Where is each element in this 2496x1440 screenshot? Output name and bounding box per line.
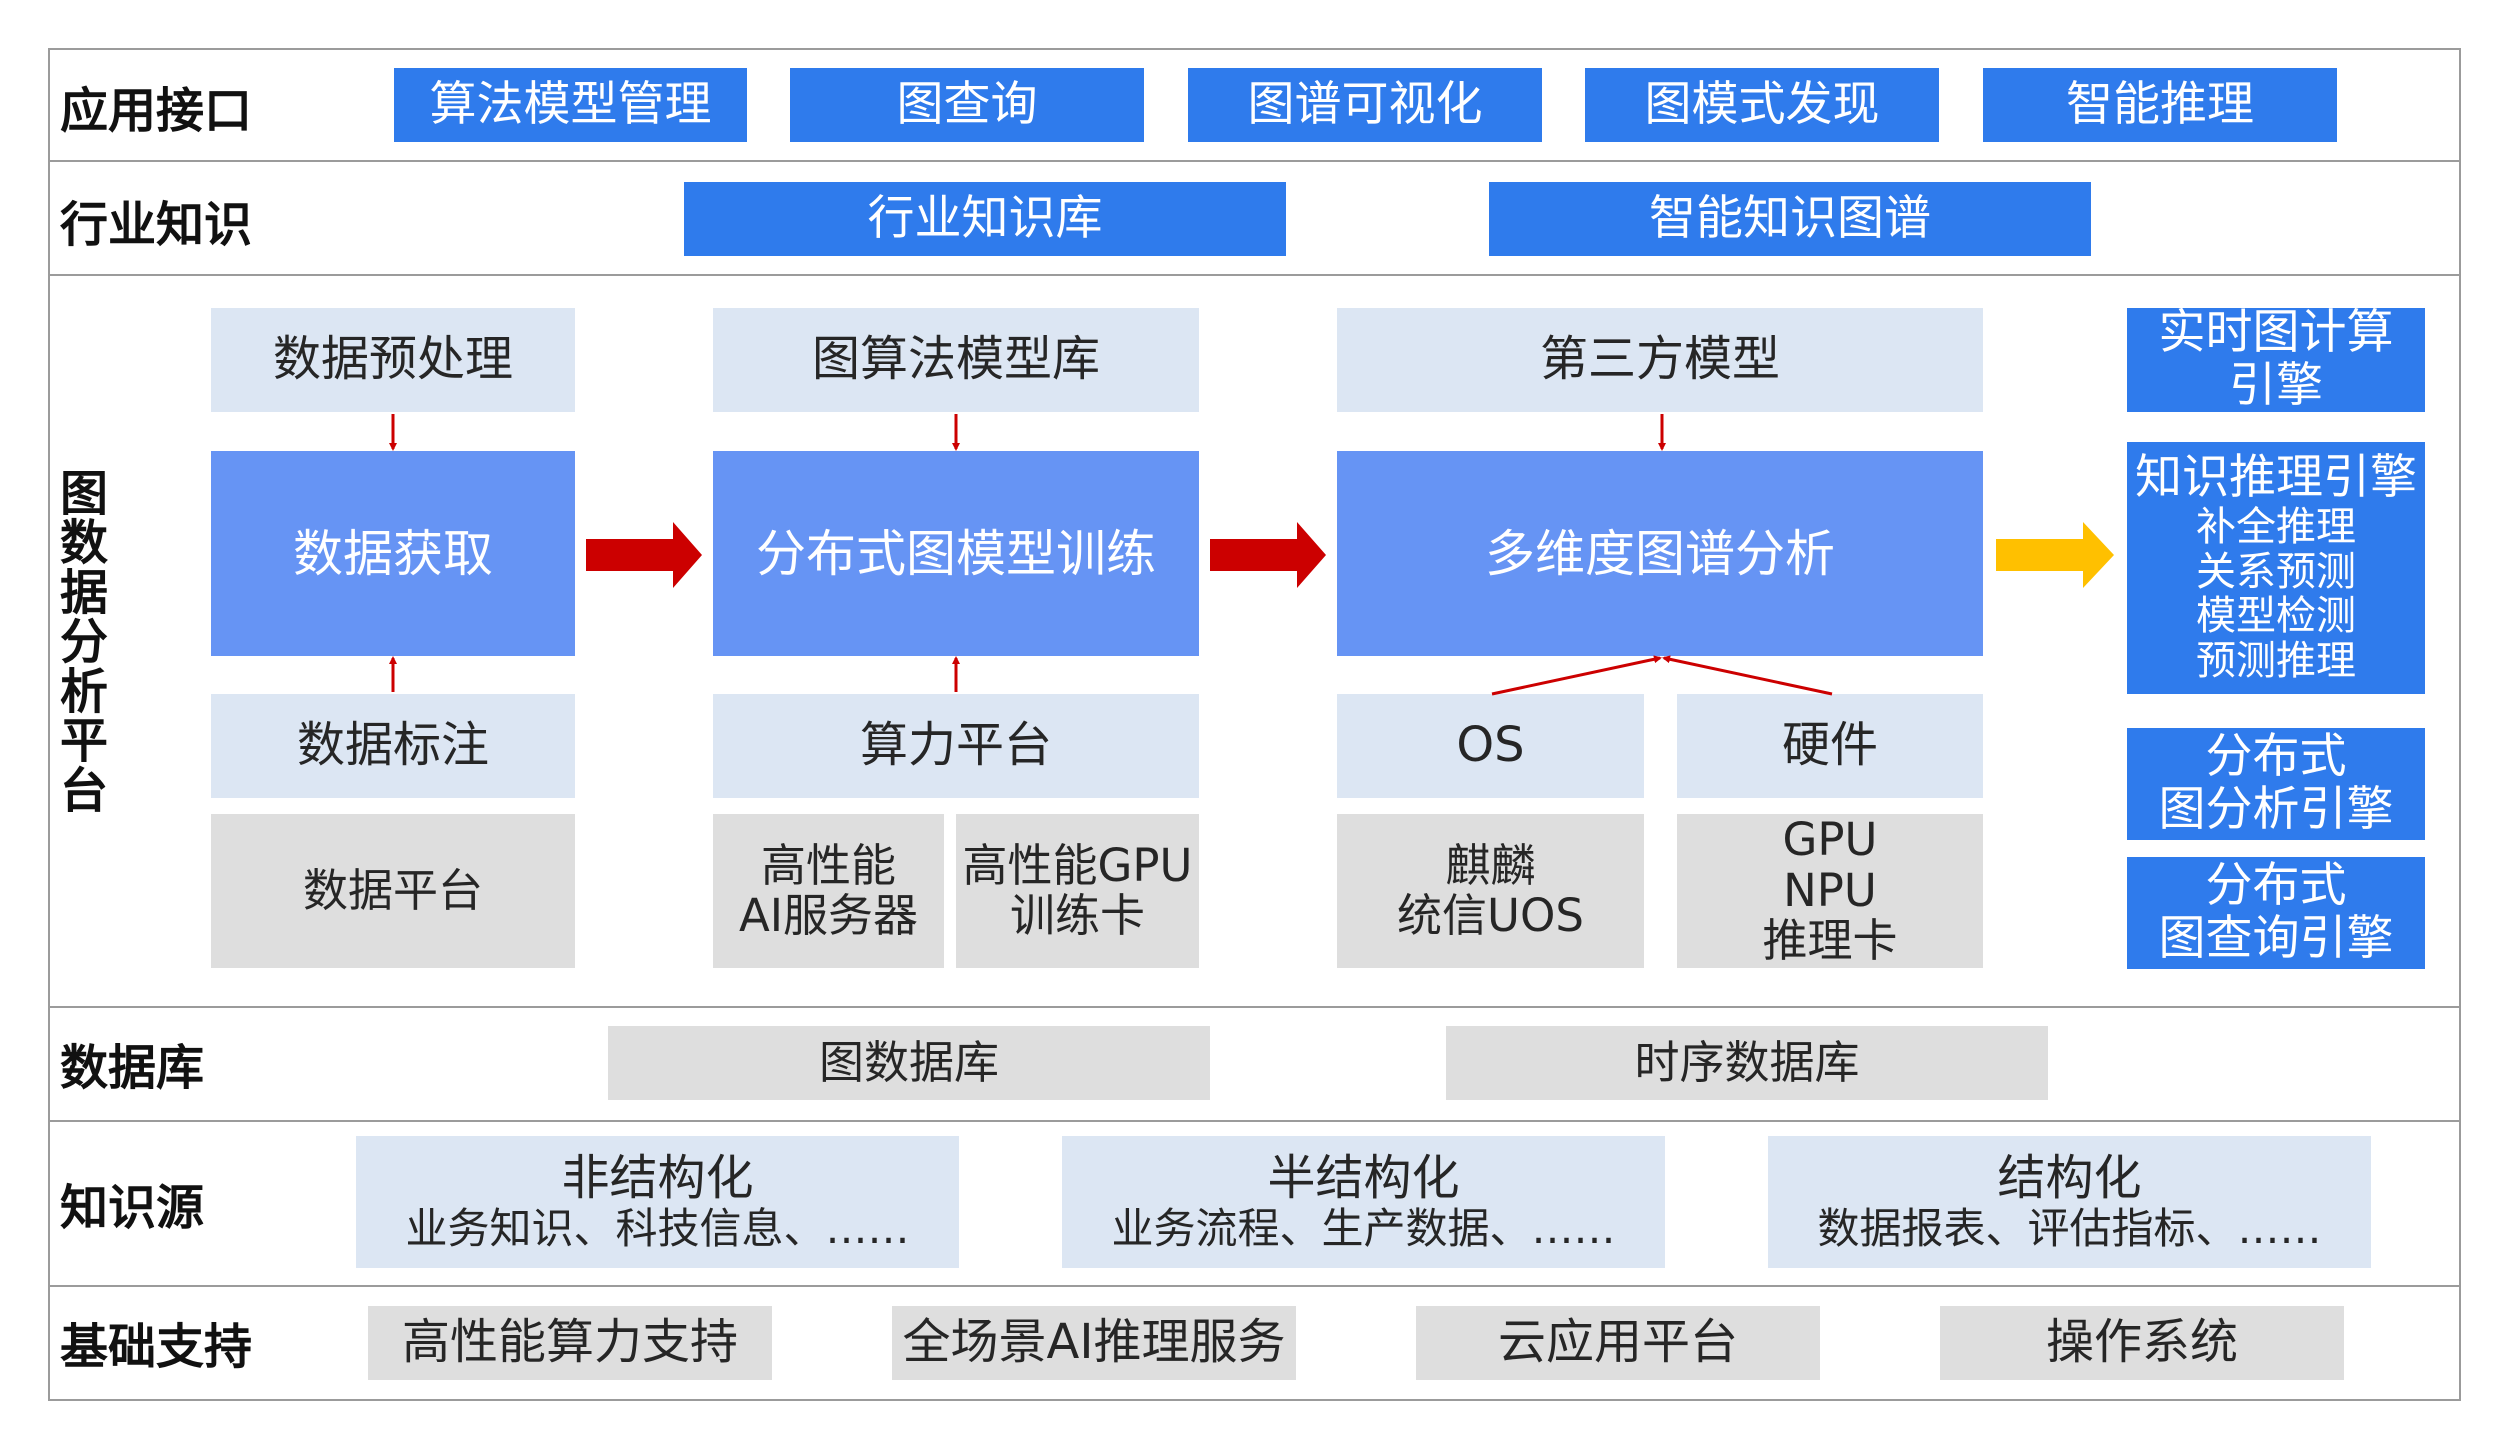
knowledge-reasoning-engine[interactable]: 知识推理引擎 补全推理 关系预测 模型检测 预测推理: [2127, 442, 2425, 694]
arrow-analysis-to-engines: [1996, 522, 2114, 588]
kylin-uos: 麒麟 统信UOS: [1337, 814, 1644, 968]
high-perf-compute-support: 高性能算力支持: [368, 1306, 772, 1380]
third-party-model: 第三方模型: [1337, 308, 1983, 412]
graph-database: 图数据库: [608, 1026, 1210, 1100]
arrow-os-to-analysis: [1491, 655, 1662, 696]
app-graph-visualization[interactable]: 图谱可视化: [1188, 68, 1542, 142]
arrow-training-to-analysis: [1210, 522, 1326, 588]
gpu-npu-inference-card: GPU NPU 推理卡: [1677, 814, 1983, 968]
separator-3: [48, 1006, 2461, 1008]
data-acquisition: 数据获取: [211, 451, 575, 656]
intelligent-knowledge-graph[interactable]: 智能知识图谱: [1489, 182, 2091, 256]
row-label-foundation: 基础支持: [60, 1319, 253, 1375]
unstructured-source: 非结构化 业务知识、科技信息、……: [356, 1136, 959, 1268]
frame-right-border: [2459, 48, 2461, 1401]
arrow-hardware-to-analysis: [1662, 655, 1833, 696]
timeseries-database: 时序数据库: [1446, 1026, 2048, 1100]
os-box: OS: [1337, 694, 1644, 798]
row-label-app-interface: 应用接口: [60, 83, 253, 139]
app-intelligent-reasoning[interactable]: 智能推理: [1983, 68, 2337, 142]
frame-top-border: [48, 48, 2461, 50]
app-graph-query[interactable]: 图查询: [790, 68, 1144, 142]
row-label-platform: 图 数 据 分 析 平 台: [59, 466, 108, 819]
separator-1: [48, 160, 2461, 162]
separator-5: [48, 1285, 2461, 1287]
row-label-knowledge-source: 知识源: [60, 1180, 205, 1236]
distributed-graph-query-engine[interactable]: 分布式 图查询引擎: [2127, 857, 2425, 969]
distributed-graph-analysis-engine[interactable]: 分布式 图分析引擎: [2127, 728, 2425, 840]
structured-source: 结构化 数据报表、评估指标、……: [1768, 1136, 2371, 1268]
high-perf-gpu-training-card: 高性能GPU 训练卡: [956, 814, 1199, 968]
high-perf-ai-server: 高性能 AI服务器: [713, 814, 944, 968]
industry-knowledge-base[interactable]: 行业知识库: [684, 182, 1286, 256]
cloud-app-platform: 云应用平台: [1416, 1306, 1820, 1380]
data-annotation: 数据标注: [211, 694, 575, 798]
multidimensional-graph-analysis: 多维度图谱分析: [1337, 451, 1983, 656]
arrow-acquire-to-training: [586, 522, 702, 588]
graph-algorithm-model-library: 图算法模型库: [713, 308, 1199, 412]
realtime-graph-compute-engine[interactable]: 实时图计算 引擎: [2127, 307, 2425, 412]
operating-system: 操作系统: [1940, 1306, 2344, 1380]
frame-left-border: [48, 48, 50, 1401]
separator-4: [48, 1120, 2461, 1122]
row-label-industry-knowledge: 行业知识: [60, 197, 253, 253]
full-scene-ai-inference: 全场景AI推理服务: [892, 1306, 1296, 1380]
app-algorithm-model-mgmt[interactable]: 算法模型管理: [394, 68, 747, 142]
hardware-box: 硬件: [1677, 694, 1983, 798]
data-platform: 数据平台: [211, 814, 575, 968]
row-label-database: 数据库: [60, 1040, 205, 1096]
frame-bottom-border: [48, 1399, 2461, 1401]
distributed-graph-model-training: 分布式图模型训练: [713, 451, 1199, 656]
app-pattern-discovery[interactable]: 图模式发现: [1585, 68, 1939, 142]
data-preprocessing: 数据预处理: [211, 308, 575, 412]
compute-platform: 算力平台: [713, 694, 1199, 798]
semistructured-source: 半结构化 业务流程、生产数据、……: [1062, 1136, 1665, 1268]
separator-2: [48, 274, 2461, 276]
